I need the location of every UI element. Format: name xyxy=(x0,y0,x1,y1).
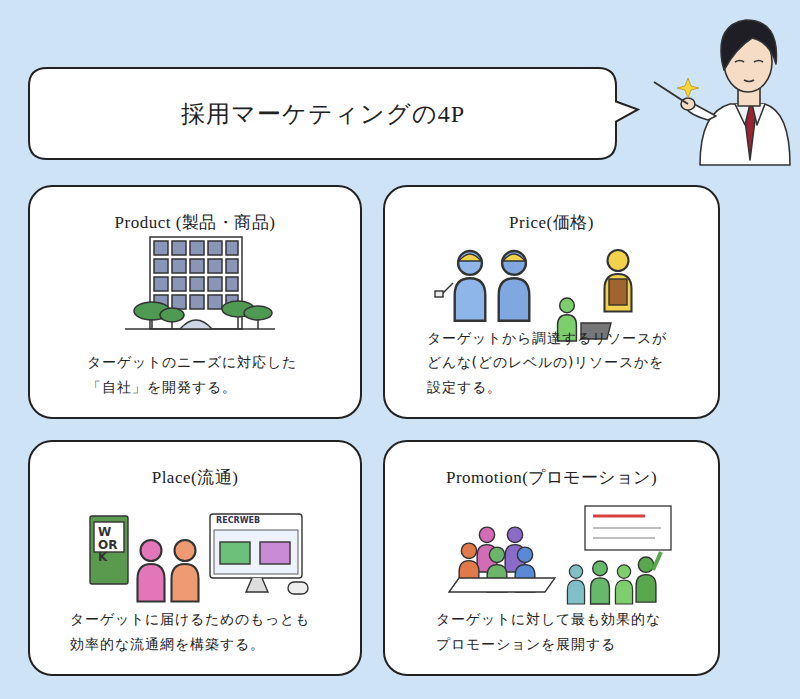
website-label: RECRWEB xyxy=(216,517,296,525)
book-label: WORK xyxy=(98,526,120,564)
card-heading: Place(流通) xyxy=(152,466,239,489)
place-card: Place(流通) ターゲットに届けるためのもっとも 効率的な流通網を構築する。 W… xyxy=(28,440,362,676)
product-card: Product (製品・商品) ターゲットのニーズに対応した 「自社」を開発する。 xyxy=(28,185,362,419)
card-body: ターゲットに対して最も効果的な プロモーションを展開する xyxy=(436,607,668,656)
diagram-title: 採用マーケティングの4P xyxy=(181,98,465,130)
card-body: ターゲットに届けるためのもっとも 効率的な流通網を構築する。 xyxy=(70,607,320,656)
card-heading: Product (製品・商品) xyxy=(115,211,276,234)
card-heading: Promotion(プロモーション) xyxy=(446,466,657,489)
promotion-card: Promotion(プロモーション) ターゲットに対して最も効果的な プロモーショ… xyxy=(383,440,720,676)
price-card: Price(価格) ターゲットから調達するリソースが どんな(どのレベルの)リソー… xyxy=(383,185,720,419)
card-heading: Price(価格) xyxy=(509,211,594,234)
card-body: ターゲットから調達するリソースが どんな(どのレベルの)リソースかを 設定する。 xyxy=(427,326,677,400)
card-body: ターゲットのニーズに対応した 「自社」を開発する。 xyxy=(87,350,303,399)
speech-bubble: 採用マーケティングの4P xyxy=(28,67,640,160)
